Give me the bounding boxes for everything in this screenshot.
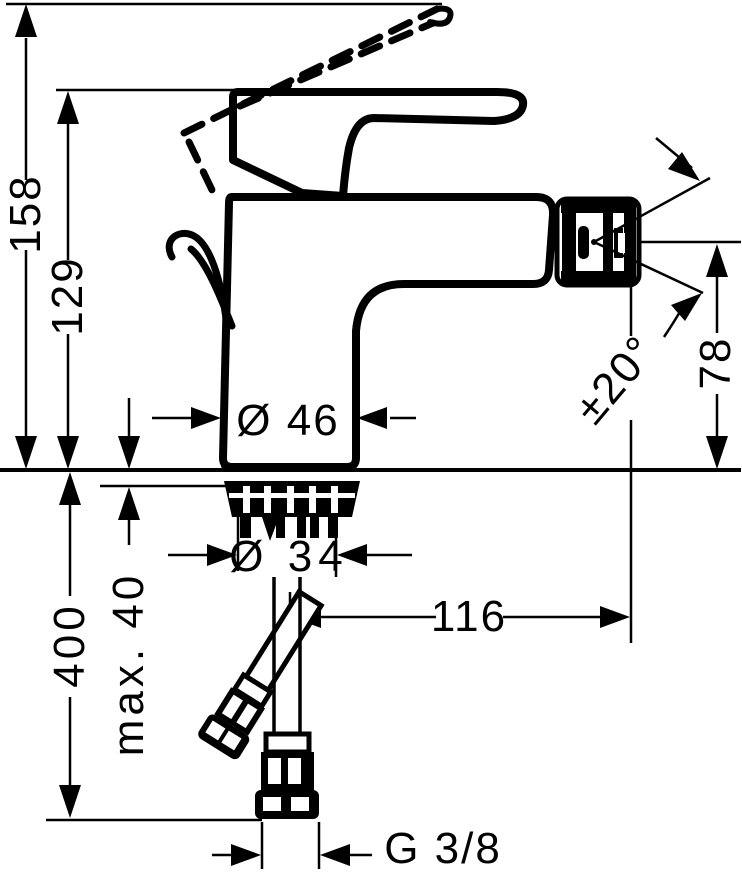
dim-label-connection-thread: G 3/8 bbox=[384, 824, 502, 873]
dim-label-total-height: 158 bbox=[1, 174, 50, 254]
supply-hose-vertical bbox=[255, 577, 319, 819]
handle-lever bbox=[165, 88, 528, 330]
dimension-g38 bbox=[212, 844, 372, 866]
dim-label-hose-length: 400 bbox=[45, 602, 94, 688]
dimension-158 bbox=[15, 4, 37, 469]
handle-raised-tip bbox=[427, 5, 454, 27]
dim-label-shank-diameter: Ø 34 bbox=[229, 532, 349, 581]
handle-rear-tail bbox=[165, 230, 231, 330]
aerator bbox=[554, 196, 642, 288]
dim-label-spout-height: 78 bbox=[691, 336, 740, 390]
mounting-hardware bbox=[224, 481, 360, 541]
body-and-spout-outline bbox=[219, 193, 558, 471]
dimension-78 bbox=[706, 244, 728, 469]
supply-hose-angled bbox=[198, 588, 325, 760]
clamp-tooth bbox=[262, 517, 279, 541]
swivel-angle-indicator bbox=[593, 137, 711, 338]
dim-label-max-mounting-thickness: max. 40 bbox=[104, 571, 153, 757]
dim-label-spout-reach: 116 bbox=[430, 592, 508, 641]
dimension-dia46 bbox=[152, 407, 416, 429]
dimension-max40 bbox=[118, 398, 140, 545]
dimension-129 bbox=[57, 91, 79, 469]
handle-rear-tail-inner bbox=[187, 245, 236, 330]
dim-label-base-diameter: Ø 46 bbox=[236, 396, 340, 445]
threaded-shank bbox=[240, 517, 338, 538]
handle-raised-dashed bbox=[180, 5, 441, 194]
dimension-400 bbox=[59, 472, 81, 818]
dimension-dia34 bbox=[168, 544, 412, 566]
faucet-body bbox=[219, 193, 558, 471]
dim-label-body-height: 129 bbox=[43, 256, 92, 336]
